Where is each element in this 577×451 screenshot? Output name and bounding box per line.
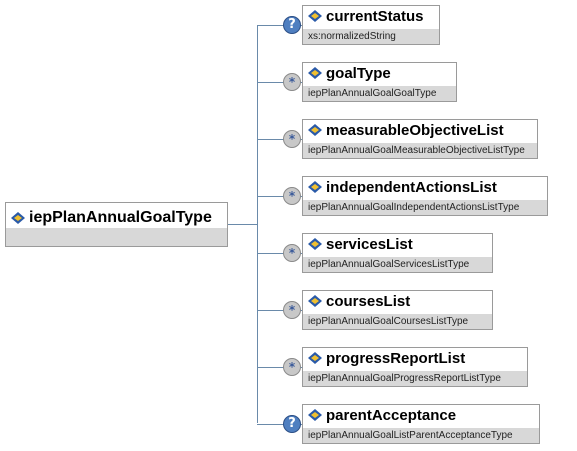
- child-element-type: iepPlanAnnualGoalMeasurableObjectiveList…: [303, 143, 537, 158]
- element-icon: [308, 67, 322, 79]
- branch-connector: [257, 25, 302, 26]
- root-element-name: iepPlanAnnualGoalType: [29, 209, 212, 226]
- child-element-type: iepPlanAnnualGoalIndependentActionsListT…: [303, 200, 547, 215]
- child-element-box[interactable]: currentStatus xs:normalizedString: [302, 5, 440, 45]
- child-element-box[interactable]: coursesList iepPlanAnnualGoalCoursesListT…: [302, 290, 493, 330]
- child-element-header: parentAcceptance: [303, 405, 539, 425]
- child-element-header: progressReportList: [303, 348, 527, 368]
- optional-cardinality-icon: ?: [283, 16, 301, 34]
- child-element-header: servicesList: [303, 234, 492, 254]
- element-icon: [308, 409, 322, 421]
- child-element-name: progressReportList: [326, 349, 466, 367]
- child-element-box[interactable]: independentActionsList iepPlanAnnualGoalI…: [302, 176, 548, 216]
- child-element-type: iepPlanAnnualGoalProgressReportListType: [303, 371, 527, 386]
- element-icon: [308, 352, 322, 364]
- child-element-box[interactable]: goalType iepPlanAnnualGoalGoalType: [302, 62, 457, 102]
- element-icon: [308, 124, 322, 136]
- element-icon: [11, 212, 25, 224]
- element-icon: [308, 10, 322, 22]
- root-connector: [228, 224, 258, 225]
- child-element-name: servicesList: [326, 235, 413, 253]
- child-element-box[interactable]: servicesList iepPlanAnnualGoalServicesLis…: [302, 233, 493, 273]
- repeating-cardinality-icon: *: [283, 358, 301, 376]
- element-icon: [308, 181, 322, 193]
- child-element-header: measurableObjectiveList: [303, 120, 537, 140]
- branch-connector: [257, 196, 302, 197]
- branch-connector: [257, 310, 302, 311]
- child-element-name: independentActionsList: [326, 178, 497, 196]
- child-element-name: parentAcceptance: [326, 406, 457, 424]
- child-element-header: goalType: [303, 63, 456, 83]
- child-element-name: goalType: [326, 64, 391, 82]
- repeating-cardinality-icon: *: [283, 73, 301, 91]
- repeating-cardinality-icon: *: [283, 301, 301, 319]
- repeating-cardinality-icon: *: [283, 130, 301, 148]
- child-element-type: xs:normalizedString: [303, 29, 439, 44]
- child-element-header: independentActionsList: [303, 177, 547, 197]
- repeating-cardinality-icon: *: [283, 187, 301, 205]
- repeating-cardinality-icon: *: [283, 244, 301, 262]
- optional-cardinality-icon: ?: [283, 415, 301, 433]
- child-element-box[interactable]: progressReportList iepPlanAnnualGoalProgr…: [302, 347, 528, 387]
- child-element-name: coursesList: [326, 292, 411, 310]
- child-element-type: iepPlanAnnualGoalGoalType: [303, 86, 456, 101]
- child-element-name: measurableObjectiveList: [326, 121, 504, 139]
- element-icon: [308, 295, 322, 307]
- child-element-header: currentStatus: [303, 6, 439, 26]
- root-element-footer: [6, 228, 227, 246]
- branch-connector: [257, 139, 302, 140]
- child-element-box[interactable]: parentAcceptance iepPlanAnnualGoalListPar…: [302, 404, 540, 444]
- child-element-type: iepPlanAnnualGoalCoursesListType: [303, 314, 492, 329]
- root-element-header: iepPlanAnnualGoalType: [6, 203, 227, 233]
- child-element-type: iepPlanAnnualGoalListParentAcceptanceTyp…: [303, 428, 539, 443]
- element-icon: [308, 238, 322, 250]
- branch-connector: [257, 367, 302, 368]
- branch-connector: [257, 424, 302, 425]
- child-element-name: currentStatus: [326, 7, 424, 25]
- child-element-type: iepPlanAnnualGoalServicesListType: [303, 257, 492, 272]
- trunk-connector: [257, 26, 258, 423]
- branch-connector: [257, 82, 302, 83]
- branch-connector: [257, 253, 302, 254]
- root-element-box[interactable]: iepPlanAnnualGoalType: [5, 202, 228, 247]
- child-element-box[interactable]: measurableObjectiveList iepPlanAnnualGoal…: [302, 119, 538, 159]
- child-element-header: coursesList: [303, 291, 492, 311]
